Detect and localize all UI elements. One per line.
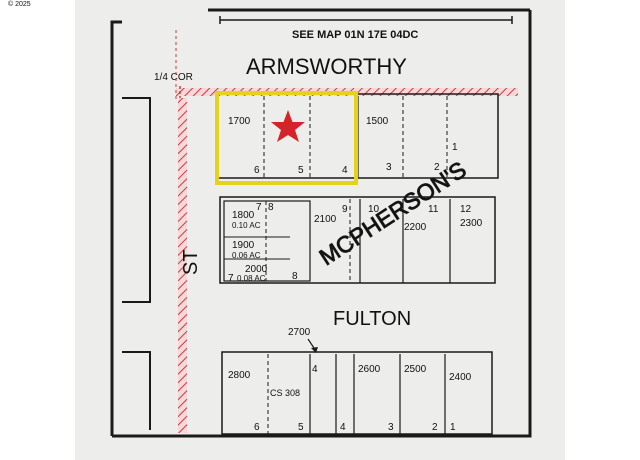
- parcel-2600: 2600: [358, 364, 381, 375]
- lot-7-south: 7: [228, 273, 234, 284]
- parcel-1900-area: 0.06 AC: [232, 251, 261, 260]
- street-fulton: FULTON: [333, 308, 411, 330]
- lot-8: 8: [268, 202, 274, 213]
- lot-1-south: 1: [450, 422, 456, 433]
- parcel-2800: 2800: [228, 370, 251, 381]
- lot-1: 1: [452, 142, 458, 153]
- parcel-1800-area: 0.10 AC: [232, 221, 261, 230]
- lot-4-south-a: 4: [312, 364, 318, 375]
- lot-9: 9: [342, 204, 348, 215]
- parcel-2100: 2100: [314, 214, 337, 225]
- parcel-1900: 1900: [232, 240, 255, 251]
- map-frame: [110, 10, 532, 438]
- parcel-2000-area: 0.08 AC: [237, 274, 266, 283]
- parcel-1500: 1500: [366, 116, 389, 127]
- street-armsworthy: ARMSWORTHY: [246, 54, 407, 79]
- lot-5-south: 5: [298, 422, 304, 433]
- lot-7: 7: [256, 202, 262, 213]
- parcel-1800: 1800: [232, 210, 255, 221]
- lot-2: 2: [434, 162, 440, 173]
- lot-10: 10: [368, 204, 380, 215]
- lot-3-south: 3: [388, 422, 394, 433]
- lot-3: 3: [386, 162, 392, 173]
- block-middle: [219, 196, 496, 284]
- lot-8-south: 8: [292, 271, 298, 282]
- parcel-2400: 2400: [449, 372, 472, 383]
- lot-6: 6: [254, 165, 260, 176]
- map-sheet: [75, 0, 565, 460]
- parcel-2300: 2300: [460, 218, 483, 229]
- west-block: [122, 97, 151, 303]
- row-hatch-west: [178, 98, 187, 433]
- parcel-2500: 2500: [404, 364, 427, 375]
- star-icon: [271, 110, 305, 142]
- block-south: [221, 351, 493, 435]
- west-block-south: [122, 351, 151, 430]
- lot-4: 4: [342, 165, 348, 176]
- photo-credit: © 2025: [8, 0, 31, 8]
- parcel-2000: 2000: [245, 264, 268, 275]
- lot-2-south: 2: [432, 422, 438, 433]
- subject-highlight: [215, 91, 358, 185]
- lot-11: 11: [428, 204, 439, 215]
- street-west-st: ST: [180, 249, 202, 275]
- quarter-corner-label: 1/4 COR: [154, 72, 193, 83]
- lot-6-south: 6: [254, 422, 260, 433]
- parcel-2700: 2700: [288, 327, 311, 338]
- parcel-1700: 1700: [228, 116, 251, 127]
- see-map-label: SEE MAP 01N 17E 04DC: [292, 29, 418, 41]
- cs-308: CS 308: [270, 388, 300, 398]
- parcel-2200: 2200: [404, 222, 427, 233]
- lot-4-south-b: 4: [340, 422, 346, 433]
- lot-12: 12: [460, 204, 472, 215]
- lot-5: 5: [298, 165, 304, 176]
